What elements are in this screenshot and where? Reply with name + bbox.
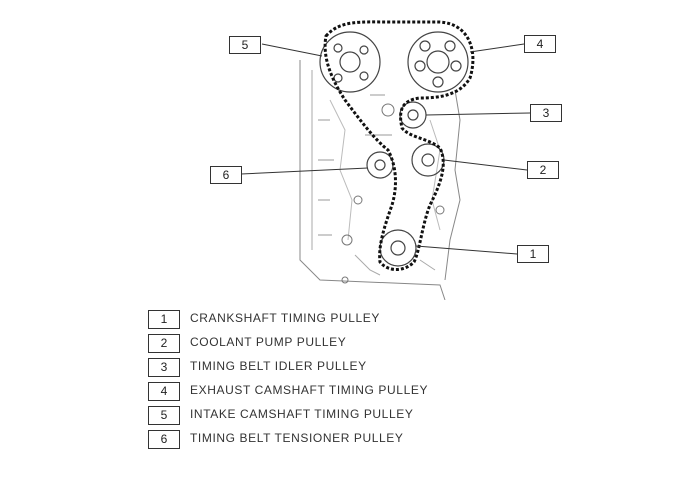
engine-block	[299, 60, 461, 300]
legend-label: CRANKSHAFT TIMING PULLEY	[190, 311, 380, 325]
legend-number: 6	[148, 430, 180, 449]
legend-label: EXHAUST CAMSHAFT TIMING PULLEY	[190, 383, 429, 397]
callout-2: 2	[527, 161, 559, 179]
legend-label: TIMING BELT IDLER PULLEY	[190, 359, 367, 373]
legend-label: COOLANT PUMP PULLEY	[190, 335, 347, 349]
legend-label: TIMING BELT TENSIONER PULLEY	[190, 431, 404, 445]
callout-4: 4	[524, 35, 556, 53]
timing-belt	[323, 20, 475, 271]
callout-1: 1	[517, 245, 549, 263]
legend-number: 3	[148, 358, 180, 377]
timing-belt-diagram	[240, 20, 531, 300]
legend-number: 1	[148, 310, 180, 329]
crankshaft-pulley	[379, 229, 417, 267]
legend-label: INTAKE CAMSHAFT TIMING PULLEY	[190, 407, 414, 421]
legend-number: 4	[148, 382, 180, 401]
legend-number: 2	[148, 334, 180, 353]
intake-camshaft-pulley	[319, 31, 381, 93]
legend-number: 5	[148, 406, 180, 425]
callout-5: 5	[229, 36, 261, 54]
coolant-pump-pulley	[411, 143, 445, 177]
tensioner-pulley	[366, 151, 394, 179]
exhaust-camshaft-pulley	[407, 31, 469, 93]
leader-lines	[240, 43, 531, 255]
callout-6: 6	[210, 166, 242, 184]
callout-3: 3	[530, 104, 562, 122]
